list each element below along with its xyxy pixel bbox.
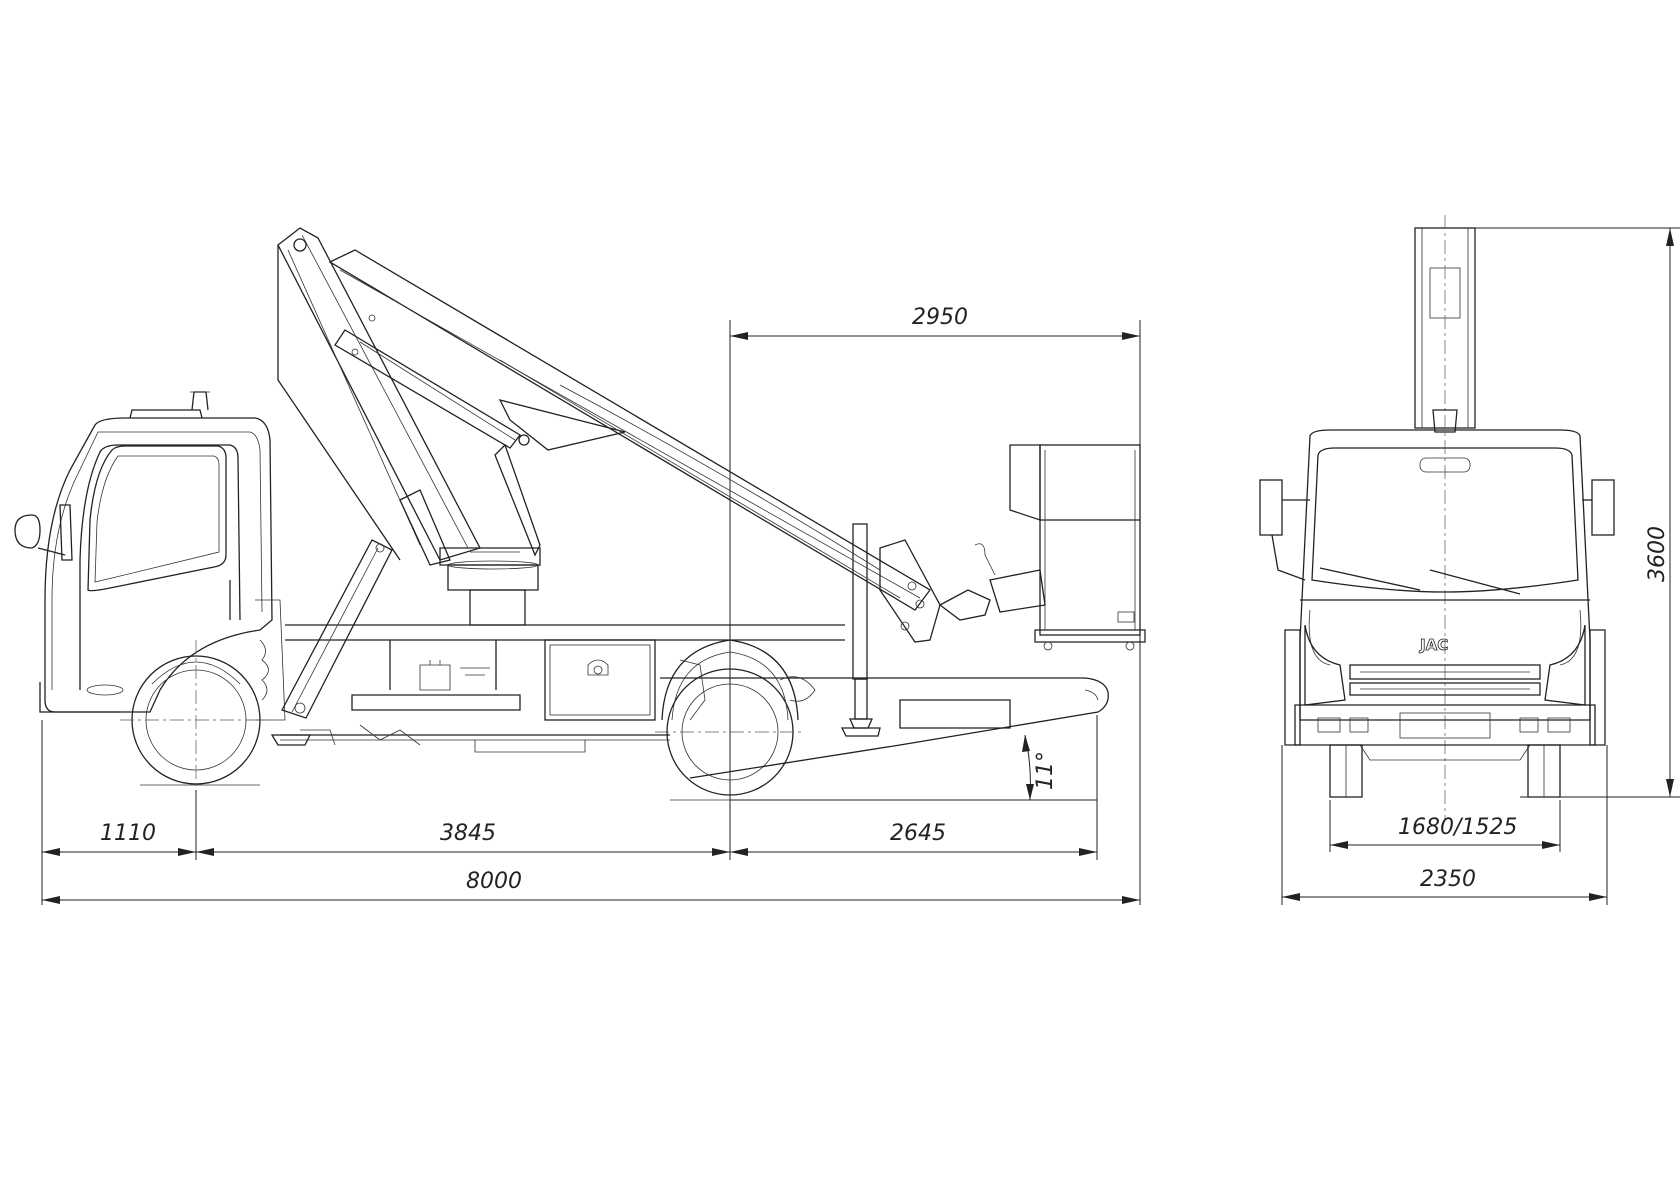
chassis	[280, 624, 1109, 779]
lower-boom	[277, 227, 481, 566]
dimension-total-length: 8000	[466, 869, 522, 894]
storage-box	[544, 639, 656, 721]
upper-boom	[328, 249, 991, 643]
side-view	[14, 227, 1146, 860]
dimension-departure-angle: 11°	[1033, 751, 1058, 790]
front-outrigger	[270, 539, 393, 746]
front-dimensions: 3600 1680/1525 2350	[1281, 227, 1680, 905]
dimension-total-width: 2350	[1420, 867, 1476, 892]
turret	[439, 547, 541, 626]
dimension-wheelbase: 3845	[440, 821, 496, 846]
front-wheels	[1284, 629, 1606, 798]
dimension-boom-reach: 2950	[912, 305, 968, 330]
dimension-track-width: 1680/1525	[1398, 815, 1517, 840]
dimension-total-height: 3600	[1645, 526, 1670, 582]
side-dimensions: 2950 1110 3845 2645 8000 11°	[41, 305, 1141, 905]
front-wheel	[120, 640, 272, 860]
rear-outrigger	[840, 523, 881, 737]
boom-cylinder	[334, 329, 626, 557]
dimension-front-overhang: 1110	[100, 821, 156, 846]
front-view: JAC	[1259, 215, 1615, 820]
dimension-rear-overhang: 2645	[890, 821, 946, 846]
front-boom-mast	[1414, 215, 1476, 820]
jac-logo: JAC	[1419, 636, 1448, 654]
front-mirrors	[1259, 479, 1615, 581]
work-basket	[974, 444, 1146, 651]
truck-cab	[14, 391, 286, 721]
